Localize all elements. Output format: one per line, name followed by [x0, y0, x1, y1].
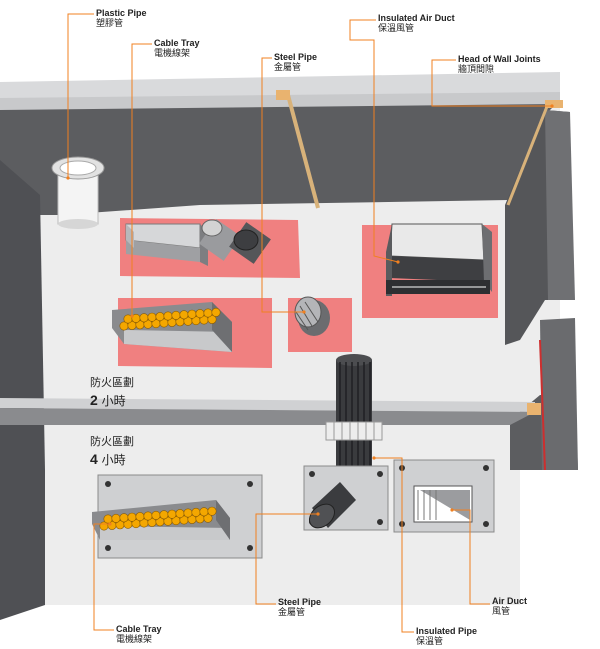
mid-firewall-face — [0, 408, 535, 425]
cable — [203, 308, 213, 318]
left-wall — [0, 160, 45, 620]
cable — [163, 311, 173, 321]
zone-rating-lower: 4 小時 — [90, 451, 126, 467]
cable — [103, 514, 113, 524]
air-duct-lower — [413, 485, 473, 523]
steel-pipes-upper — [199, 219, 271, 264]
insulated-air-duct — [386, 223, 492, 296]
back-wall-top — [0, 92, 560, 110]
cable — [139, 313, 149, 323]
label-air-duct: Air Duct 風管 — [492, 596, 528, 617]
label-head-of-wall: Head of Wall Joints 牆頂間隙 — [458, 54, 541, 75]
cable — [199, 507, 209, 517]
cable — [119, 513, 129, 523]
label-plastic-pipe: Plastic Pipe 塑膠管 — [96, 8, 147, 29]
label-cable-tray-bottom: Cable Tray 電機線架 — [116, 624, 162, 645]
cable — [207, 506, 217, 516]
head-of-wall-joint-right — [506, 103, 550, 206]
head-of-wall-joint-corner — [545, 100, 563, 108]
cable — [211, 307, 221, 317]
right-wall-face — [545, 110, 575, 300]
leader-plastic-pipe — [67, 13, 94, 178]
head-of-wall-joint-diagonal — [286, 94, 320, 209]
cable — [175, 509, 185, 519]
right-wall-lower-face — [540, 318, 578, 470]
leader-steel-pipe-bottom-dot — [316, 512, 320, 516]
leader-cable-tray-bottom-dot — [108, 522, 112, 526]
label-insulated-air-duct: Insulated Air Duct 保溫風管 — [378, 13, 455, 34]
leader-cable-tray-top-dot — [130, 314, 134, 318]
leader-steel-pipe-top — [261, 57, 304, 313]
cable — [191, 507, 201, 517]
cable — [143, 511, 153, 521]
cable — [127, 512, 137, 522]
cable — [187, 309, 197, 319]
steel-pipe-lower — [308, 482, 356, 529]
cables-lower — [99, 506, 217, 531]
head-of-wall-joint-top — [276, 90, 290, 100]
cable — [171, 310, 181, 320]
mid-firewall-top — [0, 398, 535, 412]
cable — [195, 309, 205, 319]
zone-label-upper: 防火區劃 2 小時 — [90, 374, 134, 409]
cable — [151, 510, 161, 520]
cable — [159, 510, 169, 520]
cable — [207, 314, 217, 324]
cable — [167, 509, 177, 519]
head-of-wall-joint-mid — [527, 403, 541, 415]
leader-insulated-pipe-dot — [372, 456, 376, 460]
leader-head-of-wall — [431, 59, 552, 107]
label-steel-pipe-top: Steel Pipe 金屬管 — [274, 52, 318, 73]
label-cable-tray-top: Cable Tray 電機線架 — [154, 38, 200, 59]
leader-insulated-air-duct — [349, 19, 399, 263]
leader-head-of-wall-dot — [550, 104, 554, 108]
cable — [135, 512, 145, 522]
cable — [155, 312, 165, 322]
leader-insulated-pipe — [374, 457, 414, 633]
leader-air-duct — [452, 509, 490, 605]
cable — [111, 513, 121, 523]
cables-upper — [119, 307, 221, 331]
leader-steel-pipe-bottom — [255, 513, 318, 605]
label-insulated-pipe: Insulated Pipe 保溫管 — [416, 626, 478, 647]
plastic-pipe — [51, 156, 105, 229]
leader-lines — [66, 13, 554, 633]
cable — [179, 310, 189, 320]
cable — [203, 513, 213, 523]
back-wall — [0, 100, 560, 215]
leader-insulated-air-duct-dot — [396, 260, 400, 264]
leader-air-duct-dot — [450, 508, 454, 512]
zone-title-lower: 防火區劃 — [90, 435, 134, 448]
cable — [183, 508, 193, 518]
zone-title-upper: 防火區劃 — [90, 376, 134, 389]
leader-steel-pipe-top-dot — [302, 310, 306, 314]
head-of-wall-joint-red — [539, 339, 546, 471]
zone-rating-upper: 2 小時 — [90, 392, 126, 408]
leader-plastic-pipe-dot — [66, 176, 70, 180]
label-steel-pipe-bottom: Steel Pipe 金屬管 — [278, 597, 322, 618]
steel-pipe-upper-single — [294, 296, 330, 336]
cable — [147, 312, 157, 322]
zone-label-lower: 防火區劃 4 小時 — [90, 433, 134, 468]
leader-cable-tray-top — [131, 43, 152, 316]
leader-cable-tray-bottom — [93, 523, 114, 631]
